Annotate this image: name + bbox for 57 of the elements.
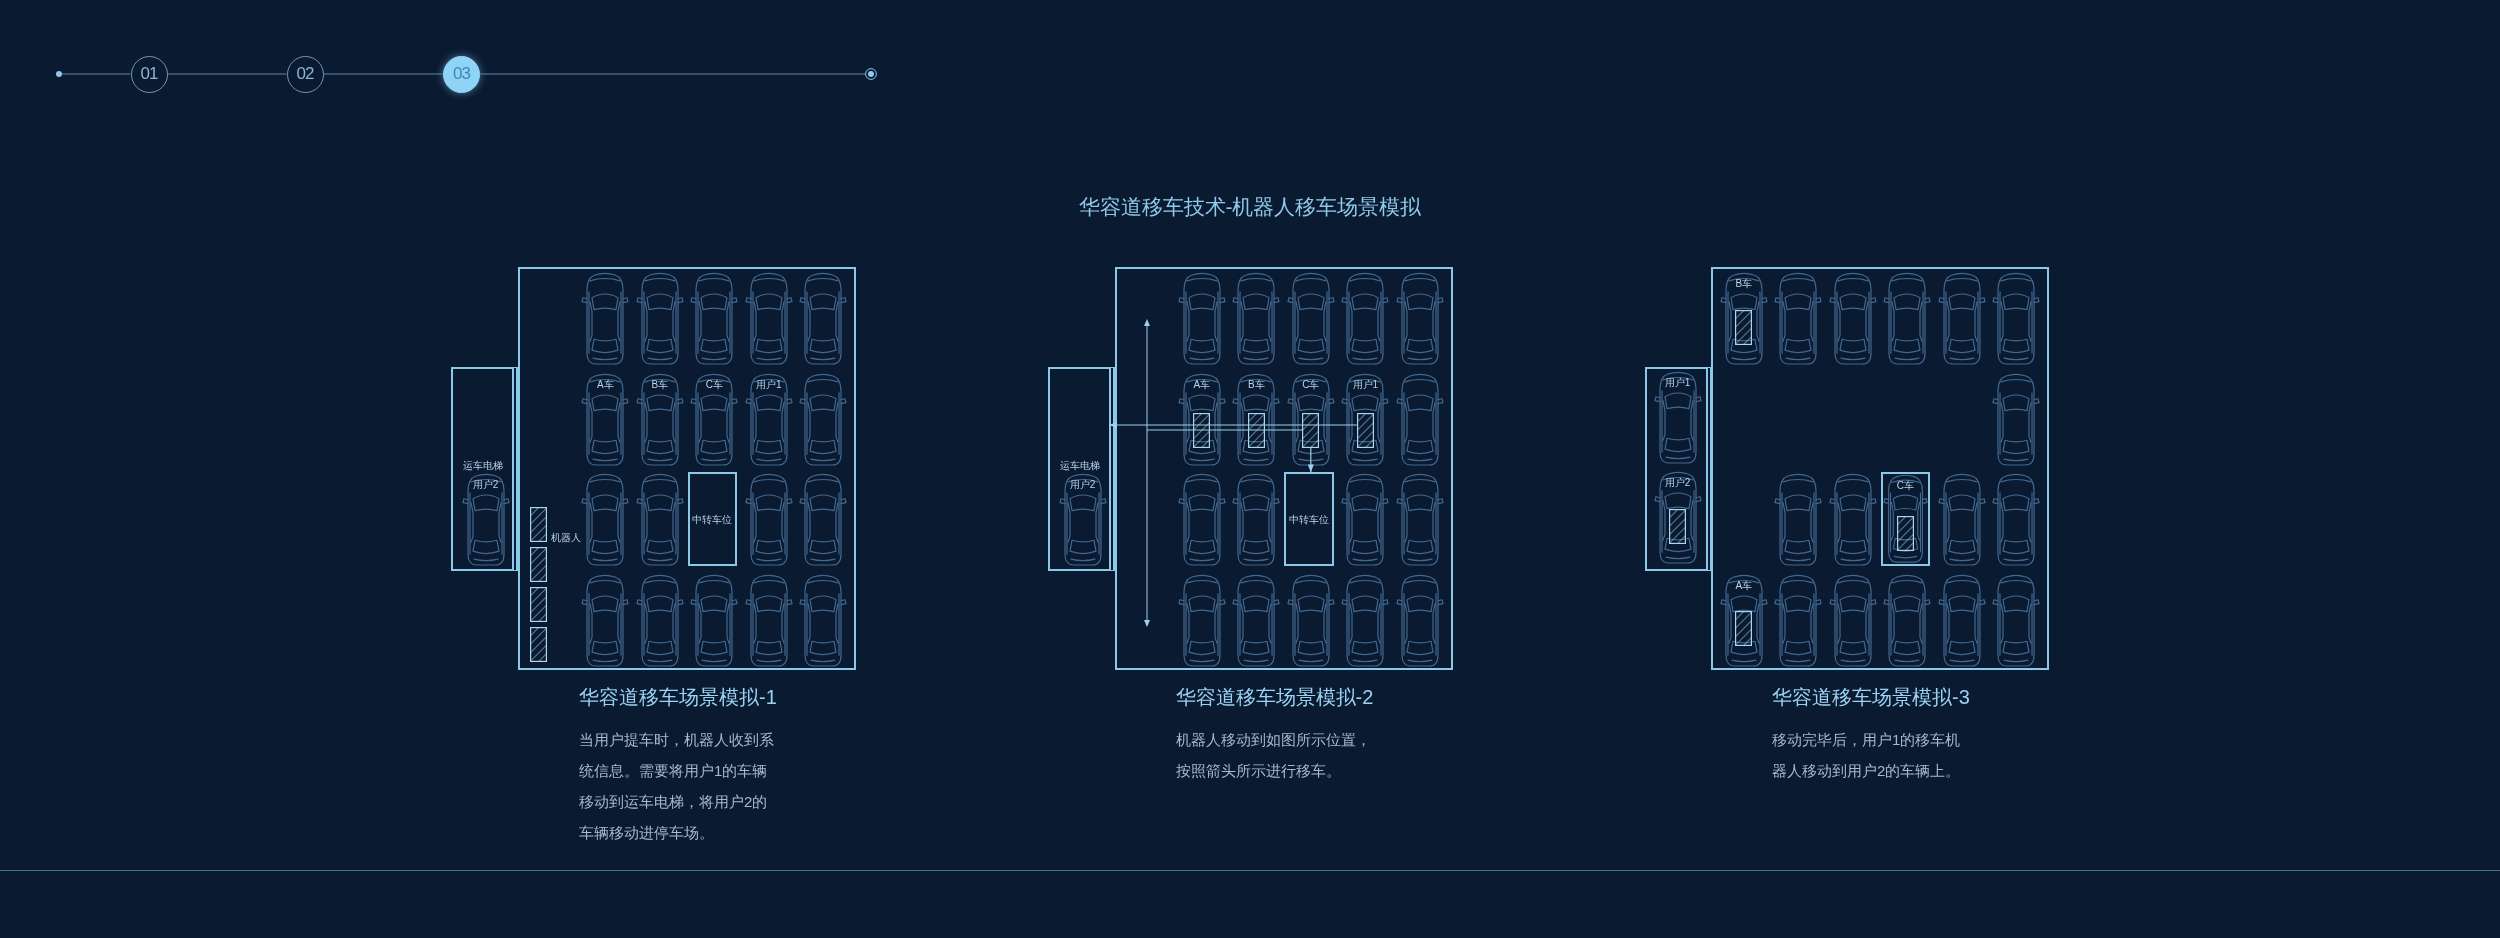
scene-heading: 华容道移车场景模拟-1 (579, 685, 777, 710)
arrow (1108, 422, 1358, 428)
car-label: C车 (705, 377, 723, 391)
ring-dot-icon (865, 68, 877, 80)
elevator-label: 运车电梯 (462, 459, 503, 472)
step-number: 01 (140, 64, 158, 84)
scene-description: 机器人移动到如图所示位置，按照箭头所示进行移车。 (1175, 730, 1372, 781)
scene-description: 当用户提车时，机器人收到系统信息。需要将用户1的车辆移动到运车电梯，将用户2的车辆移动进停车场。 (579, 730, 775, 843)
connector-line (1146, 429, 1303, 431)
robot-icon (1302, 412, 1320, 448)
car-label: B车 (1735, 277, 1753, 290)
car-label: 用户1 (756, 377, 782, 391)
car-label: C车 (1896, 479, 1914, 493)
step-number: 03 (453, 64, 470, 84)
connector-line (479, 73, 866, 75)
step-marker (443, 55, 480, 93)
car-label: B车 (651, 377, 669, 391)
arrow (1307, 446, 1314, 473)
scene-description: 移动完毕后，用户1的移车机器人移动到用户2的车辆上。 (1772, 730, 1962, 781)
parked-car (461, 473, 510, 567)
robot-icon (1735, 610, 1753, 646)
scene-heading: 华容道移车场景模拟-2 (1175, 685, 1374, 710)
car-label: 用户1 (1664, 376, 1691, 389)
transfer-slot (1284, 472, 1334, 567)
car-label: A车 (596, 377, 614, 391)
dot-icon (56, 71, 62, 77)
car-label: 用户2 (1664, 476, 1691, 489)
step-number: 02 (296, 64, 314, 84)
robot-icon (1356, 412, 1374, 448)
connector-line (322, 73, 444, 75)
page-title: 华容道移车技术-机器人移车场景模拟 (1078, 194, 1422, 220)
car-label: A车 (1193, 377, 1211, 391)
slot-label: 中转车位 (1288, 512, 1329, 526)
connector-line (166, 73, 288, 75)
scene-heading: 华容道移车场景模拟-3 (1772, 685, 1970, 710)
elevator-label: 运车电梯 (1059, 459, 1100, 472)
robot-icon (530, 627, 547, 662)
car-label: C车 (1302, 377, 1320, 391)
car-label: A车 (1735, 578, 1753, 592)
car-elevator (1644, 366, 1712, 571)
robot-icon (1896, 516, 1914, 552)
car-label: B车 (1247, 377, 1265, 391)
car-label: 用户1 (1352, 377, 1379, 391)
slot-label: 中转车位 (692, 512, 733, 526)
car-elevator (1048, 366, 1115, 571)
car-label: 用户2 (472, 478, 499, 491)
car-label: 用户2 (1069, 478, 1096, 491)
robot-icon (1735, 310, 1753, 345)
robot-icon (530, 507, 547, 542)
robot-label: 机器人 (551, 531, 581, 544)
parked-car (1058, 473, 1107, 567)
car-elevator (451, 366, 518, 571)
robot-icon (1669, 509, 1686, 544)
robot-icon (530, 587, 547, 622)
transfer-slot (687, 472, 737, 567)
connector-line (61, 73, 132, 75)
robot-icon (530, 547, 547, 582)
